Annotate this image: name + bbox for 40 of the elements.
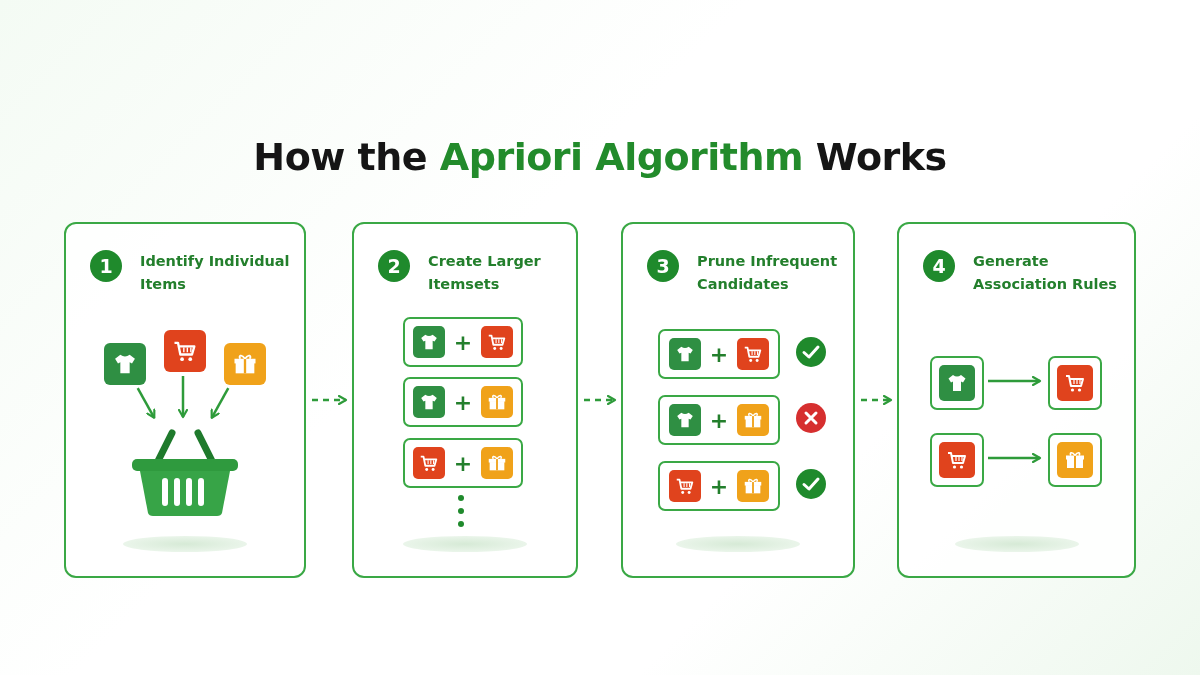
step-heading: Generate Association Rules [973,252,1118,294]
step-card [897,222,1136,578]
step-number: 1 [90,250,122,282]
arrow [988,452,1042,464]
itemset-box [403,317,523,367]
plus-sign: + [453,329,473,355]
arrow [177,376,189,419]
gift-icon [224,343,266,385]
itemset-box [403,438,523,488]
itemset-box [658,329,780,379]
itemset-box [658,395,780,445]
cart-icon [1048,356,1102,410]
arrow [136,387,156,419]
arrow [988,375,1042,387]
gift-icon [1048,433,1102,487]
arrow [312,394,348,406]
arrow [861,394,893,406]
plus-sign: + [453,450,473,476]
step-heading: Prune Infrequent Candidates [697,252,839,294]
arrow [210,387,230,419]
step-number: 4 [923,250,955,282]
shirt-icon [930,356,984,410]
step-heading: Create Larger Itemsets [428,252,542,294]
itemset-box [403,377,523,427]
step-card [352,222,578,578]
plus-sign: + [709,473,729,499]
step-card [64,222,306,578]
plus-sign: + [709,341,729,367]
step-heading: Identify Individual Items [140,252,290,294]
title: How the Apriori Algorithm Works [252,135,948,179]
cart-icon [164,330,206,372]
step-card [621,222,855,578]
arrow [584,394,617,406]
plus-sign: + [453,389,473,415]
plus-sign: + [709,407,729,433]
cart-icon [930,433,984,487]
step-number: 2 [378,250,410,282]
itemset-box [658,461,780,511]
step-number: 3 [647,250,679,282]
shirt-icon [104,343,146,385]
